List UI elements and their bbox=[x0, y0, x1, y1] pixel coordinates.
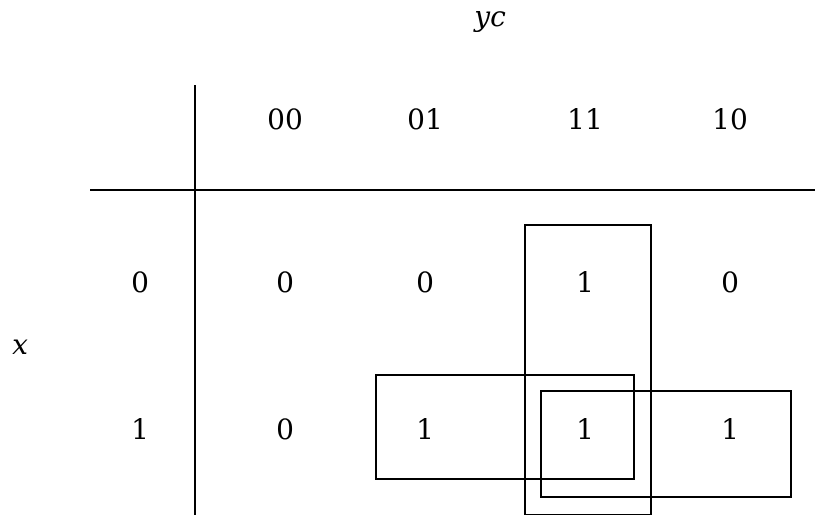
cell-r1-c00: 0 bbox=[276, 413, 294, 446]
cell-r0-c11: 1 bbox=[576, 266, 594, 299]
cell-r1-c11: 1 bbox=[576, 413, 594, 446]
cell-r0-c00: 0 bbox=[276, 266, 294, 299]
cell-r1-c01: 1 bbox=[416, 413, 434, 446]
horizontal-axis-line bbox=[90, 189, 815, 191]
col-header-10: 10 bbox=[712, 103, 748, 136]
vertical-axis-line bbox=[194, 85, 196, 515]
group-rect-row1-cols-01-11 bbox=[375, 374, 635, 480]
group-rect-row1-cols-11-10 bbox=[540, 390, 792, 498]
cell-r0-c01: 0 bbox=[416, 266, 434, 299]
row-header-1: 1 bbox=[131, 413, 149, 446]
map-title-yc: yc bbox=[474, 0, 506, 33]
row-axis-label-x: x bbox=[12, 328, 28, 361]
col-header-01: 01 bbox=[407, 103, 443, 136]
cell-r1-c10: 1 bbox=[721, 413, 739, 446]
row-header-0: 0 bbox=[131, 266, 149, 299]
cell-r0-c10: 0 bbox=[721, 266, 739, 299]
col-header-00: 00 bbox=[267, 103, 303, 136]
col-header-11: 11 bbox=[567, 103, 603, 136]
